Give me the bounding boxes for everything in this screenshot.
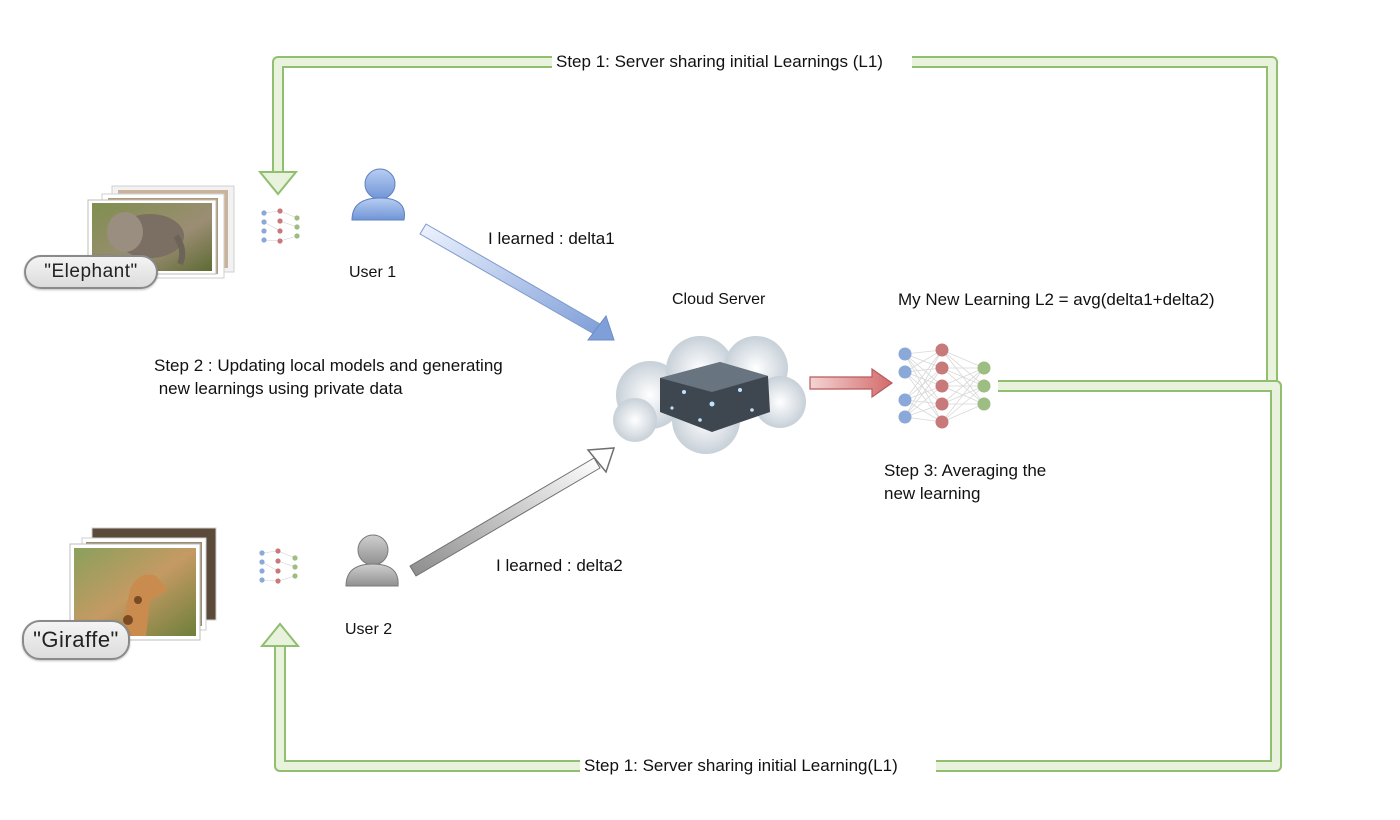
cloud-server-icon [613,336,806,454]
network-edge [941,349,985,369]
network-node [898,410,912,424]
network-edge [904,403,943,418]
user2-label: User 2 [345,621,393,638]
cloud-server-label: Cloud Server [672,291,766,308]
network-node [898,347,912,361]
network-edge [941,385,985,423]
user1-to-server-arrow [419,223,615,341]
network-node [977,397,991,411]
network-edge [904,385,943,418]
user-icon [345,534,399,587]
user-icon [351,168,405,221]
user1-label: User 1 [349,264,397,281]
network-edge [904,371,943,423]
network-node [935,343,949,357]
network-edge [904,371,943,387]
step2-line2: new learnings using private data [154,379,403,398]
network-edge [904,349,943,401]
top-loop-arrow [257,56,1278,382]
top-loop-label: Step 1: Server sharing initial Learnings… [552,51,887,74]
network-node [977,379,991,393]
network-node [935,415,949,429]
network-edge [904,399,943,423]
network-node [935,361,949,375]
network-edge [941,403,985,423]
bottom-loop-arrow [259,380,1282,772]
network-node [977,361,991,375]
server-to-model-arrow [809,367,894,399]
network-edge [904,367,943,418]
delta1-message: I learned : delta1 [488,229,615,248]
neural-network-icon [261,208,300,244]
new-learning-formula: My New Learning L2 = avg(delta1+delta2) [898,290,1215,309]
step2-line1: Step 2 : Updating local models and gener… [154,356,503,375]
delta2-message: I learned : delta2 [496,556,623,575]
neural-network-icon [898,343,991,429]
giraffe-tag: "Giraffe" [22,620,130,660]
network-node [935,397,949,411]
step3-line1: Step 3: Averaging the [884,461,1047,480]
network-node [898,393,912,407]
user2-to-server-arrow [409,447,616,577]
elephant-tag: "Elephant" [24,255,158,289]
network-edge [904,371,943,405]
network-edge [941,367,985,405]
network-edge [941,367,985,423]
bottom-loop-label: Step 1: Server sharing initial Learning(… [580,755,902,778]
step3-line2: new learning [884,484,981,503]
network-edge [904,349,943,373]
network-edge [941,367,985,387]
network-node [935,379,949,393]
network-node [898,365,912,379]
network-edge [904,349,943,418]
neural-network-icon [259,548,298,584]
